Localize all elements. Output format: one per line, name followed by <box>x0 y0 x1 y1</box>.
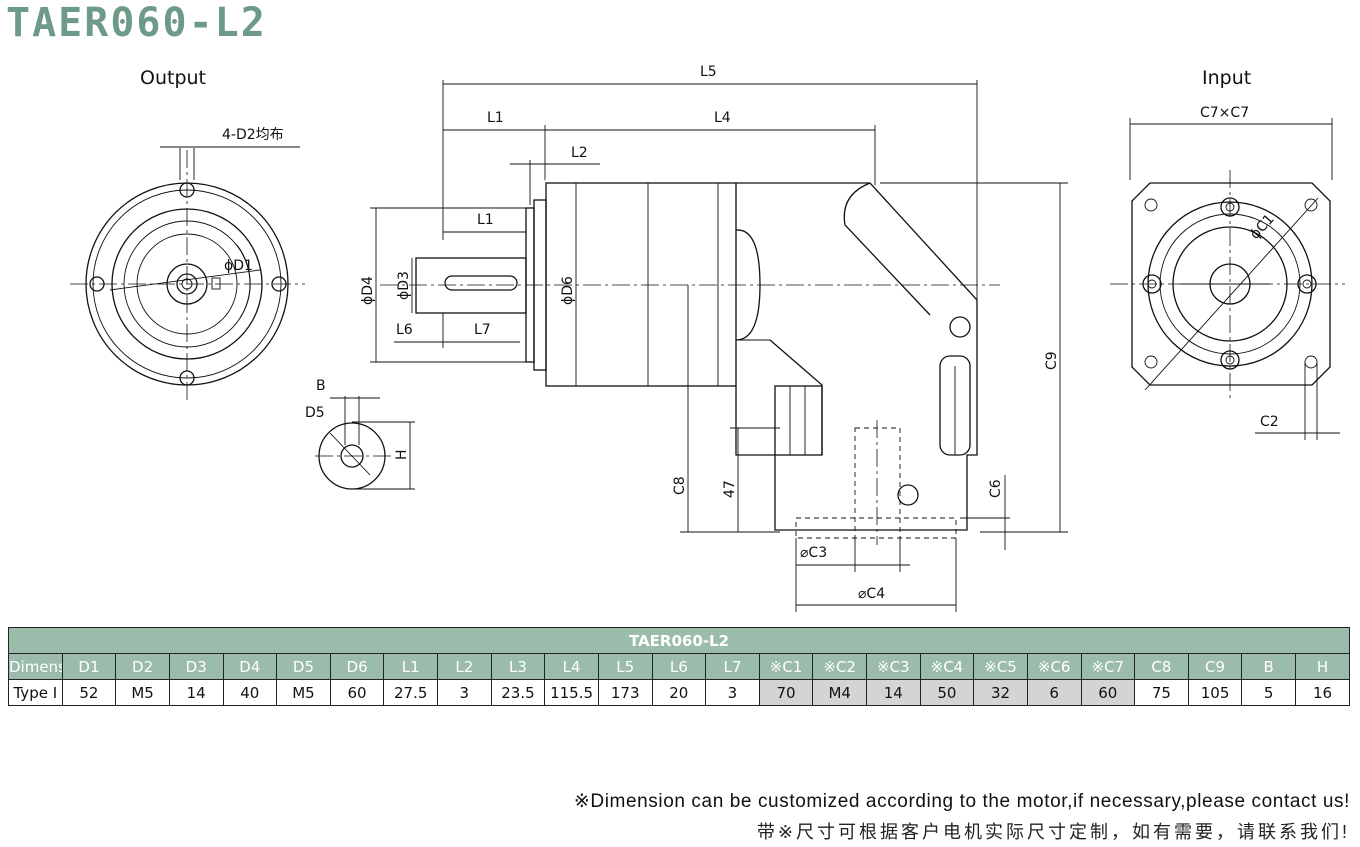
c6-label: C6 <box>988 479 1004 498</box>
table-cell: 5 <box>1241 679 1296 706</box>
table-cell: 50 <box>919 679 975 706</box>
table-header-cell: D3 <box>168 653 224 680</box>
table-header-cell: D6 <box>329 653 385 680</box>
table-cell: 32 <box>973 679 1028 706</box>
spec-table: TAER060-L2 DimensionD1D2D3D4D5D6L1L2L3L4… <box>8 627 1350 706</box>
table-header-cell: L4 <box>544 653 599 680</box>
l6-label: L6 <box>396 322 413 338</box>
table-header-cell: L2 <box>437 653 492 680</box>
table-header-cell: B <box>1241 653 1296 680</box>
table-cell: M5 <box>115 679 170 706</box>
input-view: Input C7×C7 ϕC1 C2 <box>1110 67 1345 440</box>
table-cell: 173 <box>597 679 653 706</box>
table-header-cell: ※C3 <box>866 653 921 680</box>
table-header-cell: L6 <box>651 653 707 680</box>
input-view-label: Input <box>1202 67 1251 89</box>
table-cell: 23.5 <box>490 679 546 706</box>
table-cell: 14 <box>168 679 224 706</box>
table-cell: 60 <box>329 679 385 706</box>
table-header-cell: ※C4 <box>919 653 975 680</box>
table-cell: 3 <box>437 679 492 706</box>
table-cell: 75 <box>1134 679 1189 706</box>
b-label: B <box>316 378 326 394</box>
custom-note-cn: 带※尺寸可根据客户电机实际尺寸定制，如有需要，请联系我们! <box>756 822 1350 842</box>
table-cell: 6 <box>1026 679 1082 706</box>
d4-label: ϕD4 <box>360 276 376 305</box>
table-cell: 14 <box>866 679 921 706</box>
output-view-label: Output <box>140 67 206 89</box>
table-cell: 27.5 <box>383 679 438 706</box>
table-cell: 70 <box>758 679 814 706</box>
output-view: Output 4-D2均布 ϕD1 <box>70 67 305 400</box>
table-cell: 60 <box>1080 679 1136 706</box>
table-header-cell: D1 <box>61 653 117 680</box>
table-title: TAER060-L2 <box>8 627 1350 654</box>
table-header-cell: D4 <box>222 653 278 680</box>
table-cell: 3 <box>705 679 760 706</box>
l1-top-label: L1 <box>487 110 504 126</box>
table-cell: Type I <box>8 679 63 706</box>
c4-label: ⌀C4 <box>858 586 885 602</box>
table-header-cell: H <box>1295 653 1350 680</box>
dim-47-label: 47 <box>722 480 738 498</box>
d6-label: ϕD6 <box>560 276 576 305</box>
table-header-cell: ※C5 <box>973 653 1028 680</box>
table-cell: M5 <box>276 679 331 706</box>
table-cell: 20 <box>651 679 707 706</box>
table-header-cell: L3 <box>490 653 546 680</box>
table-cell: 16 <box>1295 679 1350 706</box>
c2-label: C2 <box>1260 414 1279 430</box>
l1-shaft-label: L1 <box>477 212 494 228</box>
table-header-cell: D5 <box>276 653 331 680</box>
page-title: TAER060-L2 <box>6 0 267 46</box>
table-header-cell: D2 <box>115 653 170 680</box>
table-header-cell: Dimension <box>8 653 63 680</box>
table-cell: 52 <box>61 679 117 706</box>
key-detail: B D5 H <box>305 378 415 490</box>
table-cell: 105 <box>1187 679 1243 706</box>
d1-label: ϕD1 <box>224 258 253 274</box>
l4-label: L4 <box>714 110 731 126</box>
table-header-cell: C9 <box>1187 653 1243 680</box>
d5-label: D5 <box>305 405 325 421</box>
table-header-cell: L5 <box>597 653 653 680</box>
table-header-cell: ※C1 <box>758 653 814 680</box>
table-header-cell: L7 <box>705 653 760 680</box>
table-header-cell: L1 <box>383 653 438 680</box>
table-cell: M4 <box>812 679 867 706</box>
side-view: L5 L1 L4 L2 L1 ϕD4 ϕD3 L6 L7 <box>360 64 1068 612</box>
l5-label: L5 <box>700 64 717 80</box>
d2-spec-label: 4-D2均布 <box>222 127 284 143</box>
table-header-cell: C8 <box>1134 653 1189 680</box>
c1-label: ϕC1 <box>1247 211 1278 242</box>
table-cell: 40 <box>222 679 278 706</box>
c9-label: C9 <box>1044 351 1060 370</box>
h-label: H <box>394 449 410 460</box>
table-cell: 115.5 <box>544 679 599 706</box>
l2-label: L2 <box>571 145 588 161</box>
c7c7-label: C7×C7 <box>1200 105 1249 121</box>
custom-note-en: ※Dimension can be customized according t… <box>573 791 1350 812</box>
c3-label: ⌀C3 <box>800 545 827 561</box>
table-header-cell: ※C2 <box>812 653 867 680</box>
table-header-row: DimensionD1D2D3D4D5D6L1L2L3L4L5L6L7※C1※C… <box>8 653 1350 680</box>
table-header-cell: ※C6 <box>1026 653 1082 680</box>
c8-label: C8 <box>672 476 688 495</box>
table-header-cell: ※C7 <box>1080 653 1136 680</box>
d3-label: ϕD3 <box>396 271 412 300</box>
l7-label: L7 <box>474 322 491 338</box>
technical-drawing: Output 4-D2均布 ϕD1 L5 <box>70 64 1345 612</box>
